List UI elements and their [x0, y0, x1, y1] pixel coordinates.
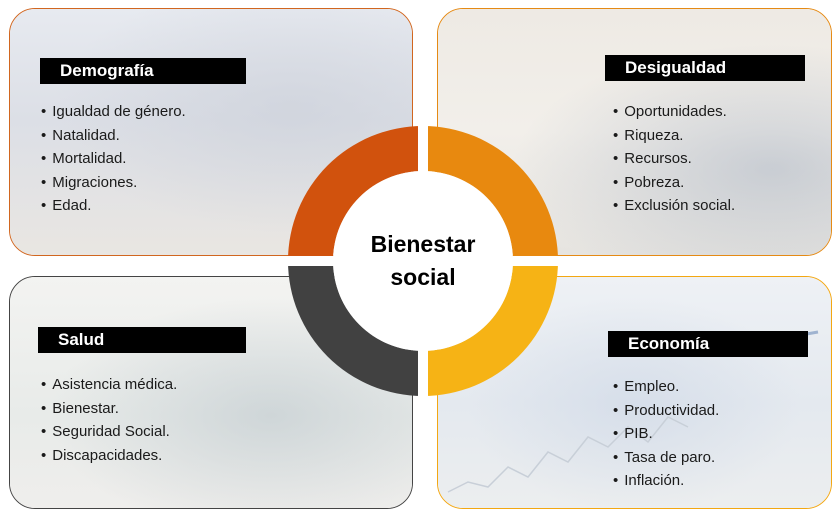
title-economia: Economía	[608, 331, 808, 357]
ring-segment-economia	[423, 261, 558, 396]
title-demografia: Demografía	[40, 58, 246, 84]
list-item: Tasa de paro.	[613, 446, 719, 470]
list-item: Bienestar.	[41, 397, 177, 421]
list-item: Empleo.	[613, 375, 719, 399]
list-item: Productividad.	[613, 399, 719, 423]
list-item: Pobreza.	[613, 171, 735, 195]
list-item: Inflación.	[613, 469, 719, 493]
list-item: Recursos.	[613, 147, 735, 171]
list-item: Oportunidades.	[613, 100, 735, 124]
list-desigualdad: Oportunidades. Riqueza. Recursos. Pobrez…	[613, 100, 735, 218]
list-item: Natalidad.	[41, 124, 186, 148]
list-economia: Empleo. Productividad. PIB. Tasa de paro…	[613, 375, 719, 493]
title-desigualdad: Desigualdad	[605, 55, 805, 81]
center-label-line1: Bienestar	[370, 231, 476, 257]
list-item: Edad.	[41, 194, 186, 218]
list-item: Exclusión social.	[613, 194, 735, 218]
list-item: Riqueza.	[613, 124, 735, 148]
list-item: Igualdad de género.	[41, 100, 185, 124]
list-item: Seguridad Social.	[41, 420, 177, 444]
center-label-line2: social	[390, 264, 456, 290]
center-label: Bienestar social	[337, 228, 509, 294]
ring-segment-desigualdad	[423, 126, 558, 261]
list-item: Mortalidad.	[41, 147, 186, 171]
list-demografia: Igualdad de género. Natalidad. Mortalida…	[41, 100, 186, 218]
title-salud: Salud	[38, 327, 246, 353]
list-item: Migraciones.	[41, 171, 186, 195]
list-item: PIB.	[613, 422, 719, 446]
list-item: Asistencia médica.	[41, 373, 177, 397]
ring-segment-demografia	[288, 126, 423, 261]
list-salud: Asistencia médica. Bienestar. Seguridad …	[41, 373, 177, 467]
ring-segment-salud	[288, 261, 423, 396]
center-circle	[333, 171, 513, 351]
list-item: Discapacidades.	[41, 444, 177, 468]
